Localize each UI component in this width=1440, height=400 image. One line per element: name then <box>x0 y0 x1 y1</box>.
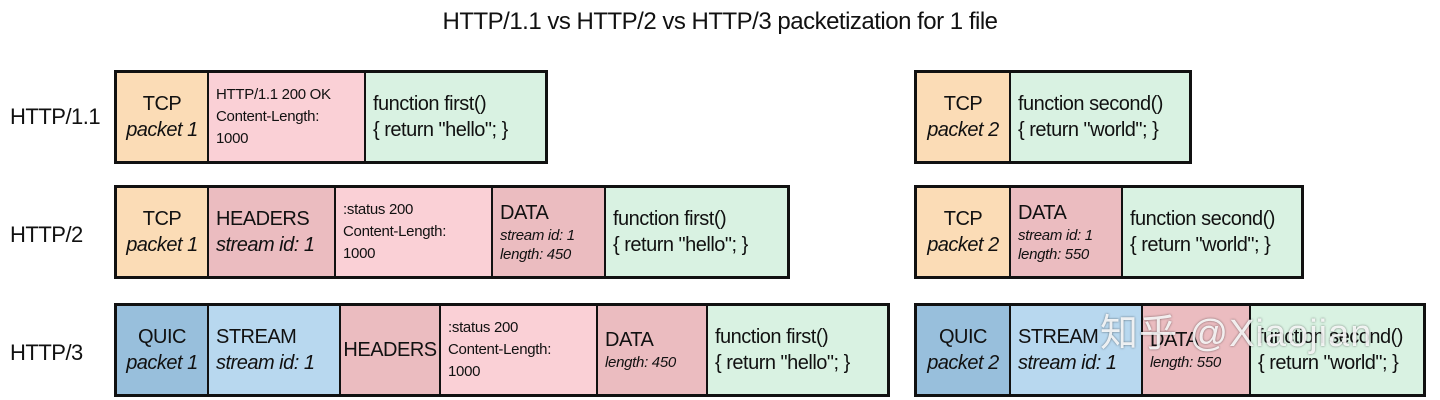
http2-p1-headers-frame: HEADERS stream id: 1 <box>209 188 336 276</box>
row-label-http3: HTTP/3 <box>10 340 83 365</box>
http2-packet-1: TCP packet 1 HEADERS stream id: 1 :statu… <box>114 185 790 279</box>
http2-packet-2: TCP packet 2 DATA stream id: 1 length: 5… <box>914 185 1304 279</box>
code-line-1: function first() <box>373 93 487 115</box>
transport-label: QUIC <box>939 326 988 348</box>
http3-p2-stream-frame: STREAM stream id: 1 <box>1011 306 1143 394</box>
frame-length: length: 550 <box>1150 354 1221 372</box>
packet-number: packet 2 <box>927 234 999 256</box>
stream-id: stream id: 1 <box>1018 352 1117 374</box>
frame-type: STREAM <box>216 326 297 348</box>
row-label-http2: HTTP/2 <box>10 222 83 247</box>
status-field: :status 200 <box>343 201 414 219</box>
http2-p1-body-cell: function first() { return "hello"; } <box>606 188 787 276</box>
frame-type: HEADERS <box>343 339 437 361</box>
http11-p1-body-cell: function first() { return "hello"; } <box>366 73 545 161</box>
http3-p1-data-frame: DATA length: 450 <box>598 306 708 394</box>
status-line: HTTP/1.1 200 OK <box>216 86 331 104</box>
http3-p1-headers-frame: HEADERS <box>341 306 441 394</box>
code-line-2: { return "hello"; } <box>373 119 508 141</box>
content-length-label: Content-Length: <box>343 223 447 241</box>
transport-label: TCP <box>943 93 983 115</box>
transport-label: TCP <box>943 208 983 230</box>
code-line-2: { return "hello"; } <box>613 234 748 256</box>
frame-length: length: 450 <box>500 246 571 263</box>
content-length-value: 1000 <box>216 129 249 147</box>
frame-type: HEADERS <box>216 208 310 230</box>
stream-id: stream id: 1 <box>216 234 315 256</box>
frame-length: length: 450 <box>605 354 676 372</box>
transport-label: QUIC <box>138 326 187 348</box>
code-line-2: { return "hello"; } <box>715 352 850 374</box>
http2-p2-data-frame: DATA stream id: 1 length: 550 <box>1011 188 1123 276</box>
content-length-value: 1000 <box>448 362 481 380</box>
frame-type: DATA <box>605 329 654 352</box>
frame-type: STREAM <box>1018 326 1099 348</box>
packet-number: packet 2 <box>927 352 999 374</box>
http3-p2-data-frame: DATA length: 550 <box>1143 306 1251 394</box>
status-field: :status 200 <box>448 319 519 337</box>
diagram-title: HTTP/1.1 vs HTTP/2 vs HTTP/3 packetizati… <box>442 8 998 35</box>
frame-type: DATA <box>1150 329 1199 352</box>
code-line-1: function second() <box>1018 93 1163 115</box>
http11-p2-transport-cell: TCP packet 2 <box>917 73 1011 161</box>
http2-p2-transport-cell: TCP packet 2 <box>917 188 1011 276</box>
stream-id: stream id: 1 <box>216 352 315 374</box>
http2-p1-header-fields: :status 200 Content-Length: 1000 <box>336 188 493 276</box>
code-line-1: function first() <box>613 208 727 230</box>
code-line-1: function first() <box>715 326 829 348</box>
code-line-2: { return "world"; } <box>1018 119 1159 141</box>
watermark: 知乎 @Xiaojian <box>1100 313 1373 355</box>
http3-p1-header-fields: :status 200 Content-Length: 1000 <box>441 306 598 394</box>
http11-p1-header-cell: HTTP/1.1 200 OK Content-Length: 1000 <box>209 73 366 161</box>
http11-packet-1: TCP packet 1 HTTP/1.1 200 OK Content-Len… <box>114 70 548 164</box>
packet-number: packet 1 <box>126 352 198 374</box>
http11-p1-transport-cell: TCP packet 1 <box>117 73 209 161</box>
code-line-2: { return "world"; } <box>1258 352 1399 374</box>
frame-length: length: 550 <box>1018 246 1089 263</box>
http2-p2-body-cell: function second() { return "world"; } <box>1123 188 1301 276</box>
http3-p1-transport-cell: QUIC packet 1 <box>117 306 209 394</box>
row-label-http11: HTTP/1.1 <box>10 104 101 129</box>
http2-p1-data-frame: DATA stream id: 1 length: 450 <box>493 188 606 276</box>
http3-packet-1: QUIC packet 1 STREAM stream id: 1 HEADER… <box>114 303 890 397</box>
content-length-label: Content-Length: <box>216 108 320 126</box>
http11-packet-2: TCP packet 2 function second() { return … <box>914 70 1192 164</box>
http3-p1-body-cell: function first() { return "hello"; } <box>708 306 887 394</box>
stream-id: stream id: 1 <box>1018 226 1093 244</box>
packet-number: packet 1 <box>126 119 198 141</box>
transport-label: TCP <box>142 208 182 230</box>
code-line-1: function second() <box>1130 208 1275 230</box>
frame-type: DATA <box>500 201 549 224</box>
http3-packet-2: QUIC packet 2 STREAM stream id: 1 DATA l… <box>914 303 1426 397</box>
content-length-value: 1000 <box>343 244 376 262</box>
packet-number: packet 1 <box>126 234 198 256</box>
http11-p2-body-cell: function second() { return "world"; } <box>1011 73 1189 161</box>
packet-number: packet 2 <box>927 119 999 141</box>
content-length-label: Content-Length: <box>448 341 552 359</box>
stream-id: stream id: 1 <box>500 226 575 244</box>
http2-p1-transport-cell: TCP packet 1 <box>117 188 209 276</box>
code-line-2: { return "world"; } <box>1130 234 1271 256</box>
frame-type: DATA <box>1018 201 1067 224</box>
http3-p1-stream-frame: STREAM stream id: 1 <box>209 306 341 394</box>
code-line-1: function second() <box>1258 326 1403 348</box>
http3-p2-body-cell: function second() { return "world"; } <box>1251 306 1423 394</box>
transport-label: TCP <box>142 93 182 115</box>
http3-p2-transport-cell: QUIC packet 2 <box>917 306 1011 394</box>
